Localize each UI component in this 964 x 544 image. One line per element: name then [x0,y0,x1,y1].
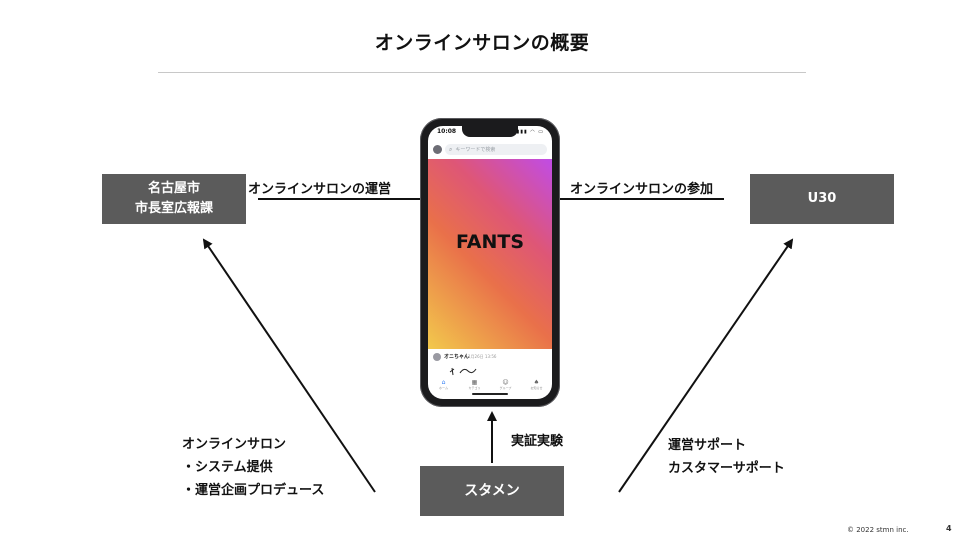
u30-label: U30 [807,191,837,206]
arrow-to-city [202,238,376,493]
nagoya-city-line2: 市長室広報課 [134,201,213,216]
post-author: オニちゃん [444,354,470,360]
stmn-to-city-note: オンラインサロン ・システム提供 ・運営企画プロデュース [182,433,324,502]
note-left-line: オンラインサロン [182,437,287,452]
tab-notifications[interactable]: ♠ お知らせ [525,379,549,390]
note-right-line: カスタマーサポート [668,461,785,476]
tab-label: カテゴリ [468,386,481,390]
u30-box: U30 [750,174,894,224]
status-icons: ▮▮▮ ◠ ▭ [516,129,544,135]
home-indicator [472,393,508,395]
page-number: 4 [946,524,952,533]
arrow-to-u30 [618,238,794,493]
tab-group[interactable]: ☺ グループ [494,379,518,390]
tab-label: グループ [499,386,512,390]
banner-text: FANTS [455,231,525,253]
group-icon: ☺ [502,379,509,386]
phone-mockup: 10:08 ▮▮▮ ◠ ▭ ⌕ キーワードで検索 FANTS オニちゃん 1月2… [420,118,560,407]
tab-home[interactable]: ⌂ ホーム [432,379,456,390]
tab-label: お知らせ [530,386,543,390]
bell-icon: ♠ [533,379,540,386]
note-right-line: 運営サポート [668,438,747,453]
search-icon: ⌕ [449,145,453,153]
search-input[interactable]: ⌕ キーワードで検索 [445,144,547,155]
post-date: 1月26日 13:56 [468,354,497,359]
phone-screen: 10:08 ▮▮▮ ◠ ▭ ⌕ キーワードで検索 FANTS オニちゃん 1月2… [428,126,552,399]
fants-banner[interactable]: FANTS [428,159,552,349]
phone-notch [462,126,518,137]
grid-icon: ▦ [471,379,478,386]
join-label: オンラインサロンの参加 [570,182,714,197]
avatar [433,353,441,361]
stmn-to-u30-note: 運営サポート カスタマーサポート [668,434,785,480]
trial-label: 実証実験 [511,434,564,449]
avatar[interactable] [433,145,442,154]
tab-bar: ⌂ ホーム ▦ カテゴリ ☺ グループ ♠ お知らせ [428,377,552,399]
title-divider [158,72,806,73]
operate-label: オンラインサロンの運営 [248,182,392,197]
list-item[interactable]: オニちゃん 1月26日 13:56 [428,351,552,367]
page-title: オンラインサロンの概要 [374,32,590,54]
nagoya-city-box: 名古屋市 市長室広報課 [102,174,246,224]
copyright: © 2022 stmn inc. [847,526,909,534]
status-time: 10:08 [437,128,457,135]
note-left-line: ・システム提供 [182,460,273,475]
handwriting-image [449,367,477,376]
search-placeholder: キーワードで検索 [455,147,496,153]
note-left-line: ・運営企画プロデュース [182,483,325,498]
stmn-box: スタメン [420,466,564,516]
tab-label: ホーム [439,386,448,390]
stmn-label: スタメン [464,483,520,499]
nagoya-city-line1: 名古屋市 [147,181,200,196]
tab-category[interactable]: ▦ カテゴリ [463,379,487,390]
home-icon: ⌂ [441,379,446,386]
